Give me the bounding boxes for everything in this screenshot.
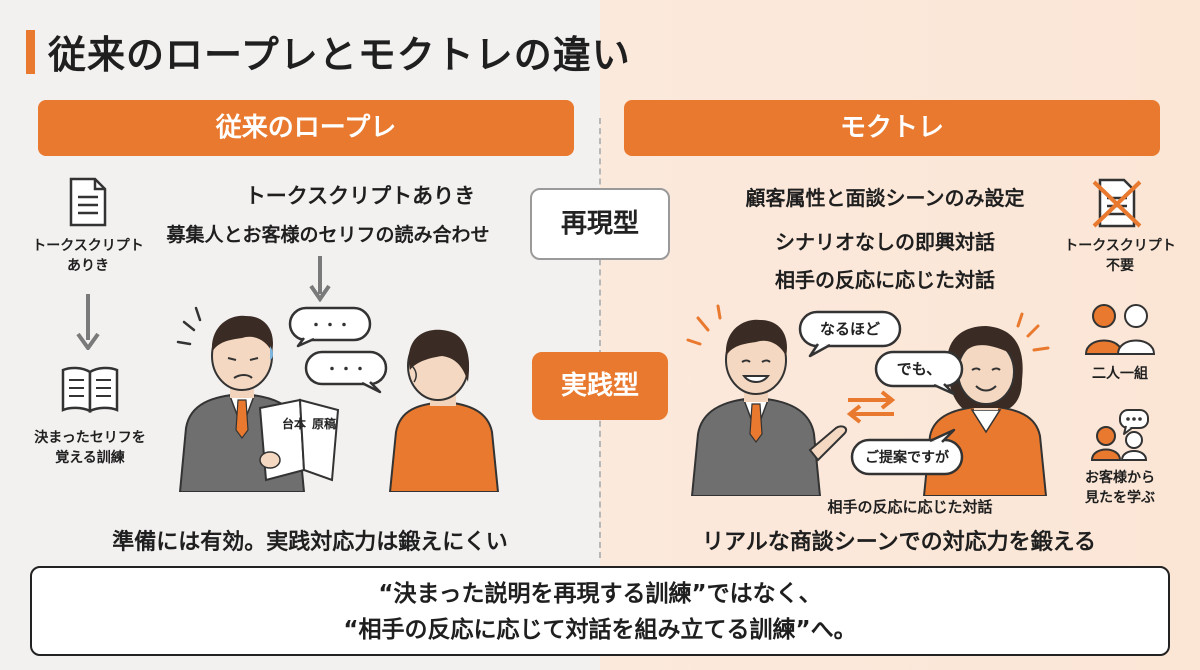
left-side-label-1: トークスクリプト ありき <box>28 236 148 276</box>
left-heading-reading: 募集人とお客様のセリフの読み合わせ <box>166 224 490 246</box>
right-heading-attributes: 顧客属性と面談シーンのみ設定 <box>745 186 1025 210</box>
right-side-label-3-line2: 見たを学ぶ <box>1085 490 1155 506</box>
down-arrow-icon <box>76 294 100 350</box>
left-section-banner: 従来のロープレ <box>38 100 574 156</box>
right-side-label-3-line1: お客様から <box>1085 470 1155 486</box>
right-section-banner: モクトレ <box>624 100 1160 156</box>
left-footer: 準備には有効。実践対応力は鍛えにくい <box>112 530 508 555</box>
conclusion-box: “決まった説明を再現する訓練”ではなく、 “相手の反応に応じて対話を組み立てる訓… <box>30 566 1170 656</box>
page-title: 従来のロープレとモクトレの違い <box>48 33 631 77</box>
conclusion-line-1: “決まった説明を再現する訓練”ではなく、 <box>378 581 822 607</box>
no-script-icon <box>1092 178 1142 228</box>
book-label-draft: 原稿 <box>312 416 336 431</box>
right-heading-reaction: 相手の反応に応じた対話 <box>775 268 995 292</box>
pair-people-icon <box>1084 304 1156 355</box>
right-scene-illustration <box>686 304 1050 496</box>
left-side-label-2: 決まったセリフを 覚える訓練 <box>22 428 158 468</box>
title-accent-bar <box>26 30 35 74</box>
heading-down-arrow-icon <box>309 256 331 302</box>
right-bubble-naruhodo: なるほど <box>798 310 902 358</box>
open-book-icon <box>61 366 119 414</box>
left-speech-bubble-1: ・・・ <box>288 306 372 348</box>
conclusion-line-2: “相手の反応に応じて対話を組み立てる訓練”へ。 <box>343 617 857 643</box>
right-side-label-1-line1: トークスクリプト <box>1064 238 1176 254</box>
right-scene-caption: 相手の反応に応じた対話 <box>827 498 993 516</box>
document-icon <box>69 177 107 227</box>
right-side-label-2: 二人一組 <box>1092 366 1148 382</box>
left-side-label-2-line1: 決まったセリフを <box>34 430 146 446</box>
left-side-label-1-line1: トークスクリプト <box>32 238 144 254</box>
right-bubble-3-text: ご提案ですが <box>865 449 950 466</box>
two-way-arrows-icon <box>846 390 896 424</box>
right-side-label-1: トークスクリプト 不要 <box>1058 236 1182 276</box>
left-bubble-1-text: ・・・ <box>309 318 351 334</box>
customer-perspective-icon <box>1090 409 1149 461</box>
center-divider <box>599 118 601 558</box>
right-bubble-2-text: でも、 <box>897 360 942 378</box>
left-bubble-2-text: ・・・ <box>325 362 367 378</box>
client-figure <box>388 329 500 492</box>
right-bubble-1-text: なるほど <box>820 320 880 338</box>
left-side-label-2-line2: 覚える訓練 <box>55 450 125 466</box>
script-book: 台本 原稿 <box>258 398 340 482</box>
right-bubble-proposal: ご提案ですが <box>850 428 964 476</box>
left-side-label-1-line2: ありき <box>67 258 109 274</box>
practice-type-badge: 実践型 <box>532 352 668 420</box>
left-speech-bubble-2: ・・・ <box>304 350 388 394</box>
left-heading-script: トークスクリプトありき <box>244 184 476 208</box>
reproduction-type-badge: 再現型 <box>530 188 670 260</box>
right-client-figure <box>922 312 1050 496</box>
left-scene-illustration: 台本 原稿 <box>176 306 500 492</box>
right-side-label-3: お客様から 見たを学ぶ <box>1062 468 1178 508</box>
book-label-script: 台本 <box>282 416 306 431</box>
right-side-label-1-line2: 不要 <box>1106 258 1134 274</box>
right-footer: リアルな商談シーンでの対応力を鍛える <box>701 530 1097 555</box>
right-bubble-demo: でも、 <box>874 350 964 396</box>
right-salesman-figure <box>686 304 848 496</box>
right-heading-improv: シナリオなしの即興対話 <box>775 230 995 254</box>
